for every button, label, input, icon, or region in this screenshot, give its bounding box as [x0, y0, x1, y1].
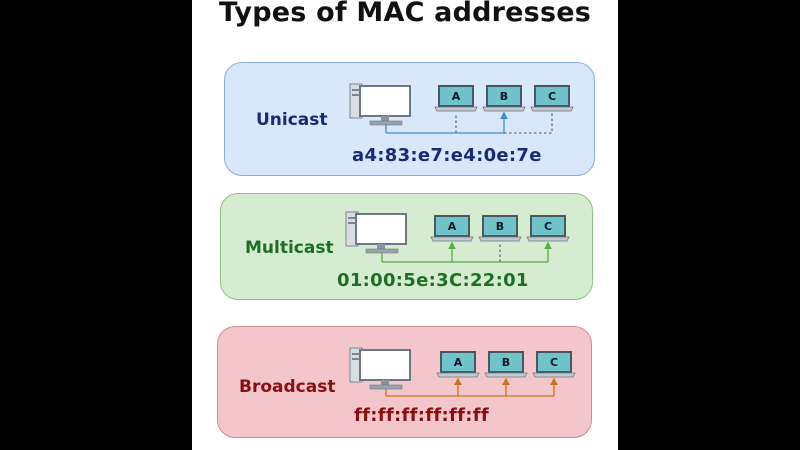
unicast-link-c — [504, 113, 553, 134]
multicast-laptop-c-label: C — [544, 220, 552, 233]
multicast-panel — [220, 193, 593, 300]
multicast-laptop-c-icon — [526, 215, 570, 242]
multicast-desktop-computer-icon — [345, 211, 407, 254]
broadcast-laptop-a-label: A — [454, 356, 463, 369]
diagram-page: Types of MAC addresses Unicast a4:83:e7:… — [192, 0, 618, 450]
unicast-laptop-c-icon — [530, 85, 574, 112]
broadcast-desktop-computer-icon — [349, 347, 411, 390]
multicast-laptop-a-label: A — [448, 220, 457, 233]
diagram-title: Types of MAC addresses — [218, 0, 592, 28]
unicast-panel — [224, 62, 595, 176]
multicast-network: A B C — [345, 211, 570, 263]
broadcast-panel — [217, 326, 592, 438]
broadcast-laptop-c-icon — [532, 351, 576, 378]
unicast-network: A B C — [349, 83, 574, 134]
broadcast-laptop-b-label: B — [502, 356, 510, 369]
unicast-laptop-b-label: B — [500, 90, 508, 103]
multicast-mac-address: 01:00:5e:3C:22:01 — [337, 270, 529, 291]
multicast-laptop-b-label: B — [496, 220, 504, 233]
broadcast-laptop-a-icon — [436, 351, 480, 378]
broadcast-label: Broadcast — [239, 377, 336, 397]
broadcast-laptop-c-label: C — [550, 356, 558, 369]
unicast-desktop-computer-icon — [349, 83, 411, 126]
unicast-laptop-a-label: A — [452, 90, 461, 103]
multicast-laptop-a-icon — [430, 215, 474, 242]
unicast-label: Unicast — [256, 110, 328, 130]
unicast-mac-address: a4:83:e7:e4:0e:7e — [352, 145, 542, 166]
broadcast-mac-address: ff:ff:ff:ff:ff:ff — [354, 405, 490, 426]
multicast-label: Multicast — [245, 238, 334, 258]
broadcast-laptop-b-icon — [484, 351, 528, 378]
multicast-laptop-b-icon — [478, 215, 522, 242]
broadcast-network: A B C — [349, 347, 576, 397]
unicast-laptop-a-icon — [434, 85, 478, 112]
unicast-laptop-b-icon — [482, 85, 526, 112]
unicast-laptop-c-label: C — [548, 90, 556, 103]
